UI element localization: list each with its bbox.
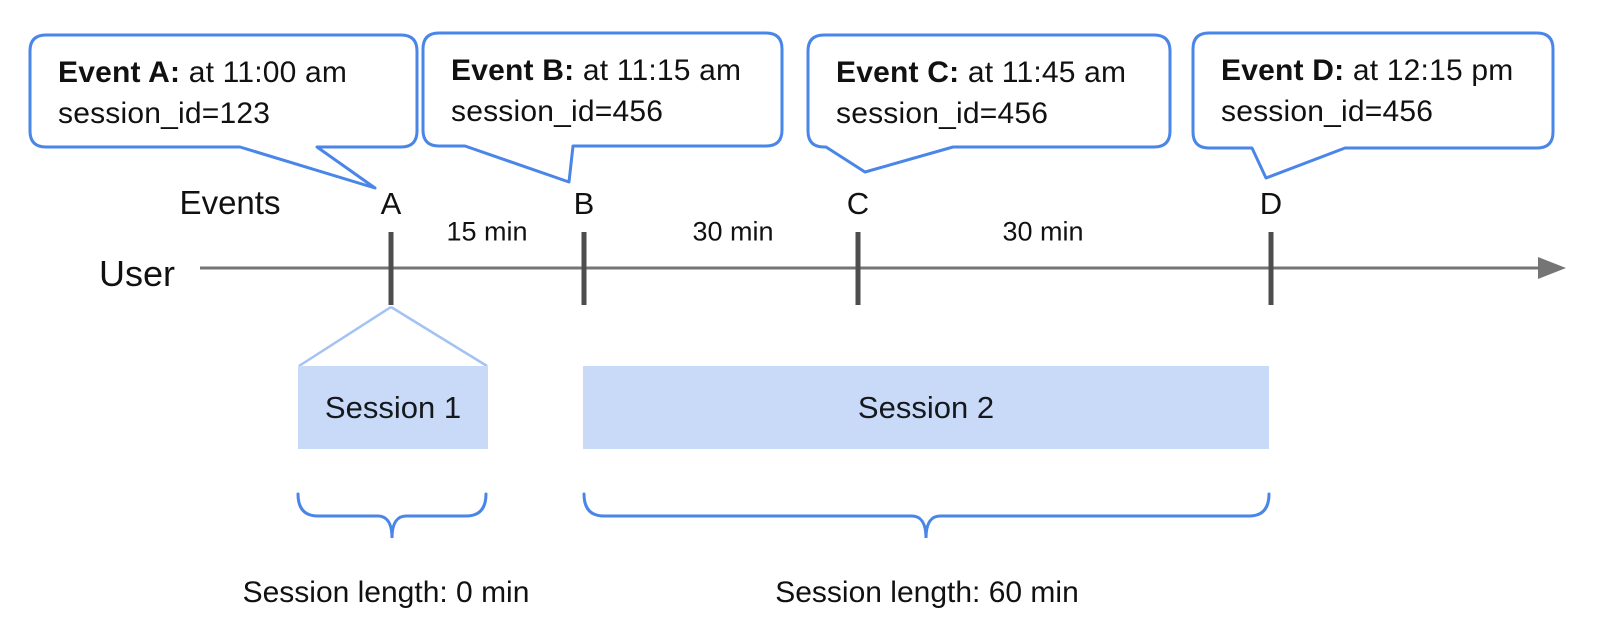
event-b-time: at 11:15 am bbox=[574, 54, 742, 87]
event-d-session-line: session_id=456 bbox=[1221, 95, 1434, 128]
event-a-title-line: Event A: at 11:00 am bbox=[58, 52, 347, 93]
event-d-callout-bubble bbox=[1191, 31, 1555, 180]
session1-funnel-line-right bbox=[390, 305, 488, 368]
interval-a-b-label: 15 min bbox=[446, 216, 528, 247]
session2-box: Session 2 bbox=[583, 366, 1269, 449]
events-axis-label: Events bbox=[179, 184, 281, 221]
timeline-arrowhead bbox=[1538, 257, 1566, 279]
event-b-title-line: Event B: at 11:15 am bbox=[451, 50, 741, 91]
tick-label-a: A bbox=[380, 186, 402, 221]
event-a-callout-text: Event A: at 11:00 am session_id=123 bbox=[58, 52, 347, 134]
user-label: User bbox=[98, 253, 176, 294]
session1-funnel-line-left bbox=[298, 305, 392, 368]
event-a-session-line: session_id=123 bbox=[58, 97, 271, 130]
event-b-callout-text: Event B: at 11:15 am session_id=456 bbox=[451, 50, 741, 132]
session1-label: Session 1 bbox=[324, 389, 462, 425]
event-c-callout-text: Event C: at 11:45 am session_id=456 bbox=[836, 52, 1126, 134]
interval-c-d-label: 30 min bbox=[1002, 216, 1084, 247]
session1-box: Session 1 bbox=[298, 366, 488, 449]
event-a-name: Event A: bbox=[58, 56, 181, 89]
event-c-name: Event C: bbox=[836, 56, 960, 89]
event-a-callout-bubble bbox=[28, 33, 419, 190]
event-d-name: Event D: bbox=[1221, 54, 1345, 87]
tick-label-c: C bbox=[846, 186, 870, 221]
event-b-name: Event B: bbox=[451, 54, 575, 87]
session1-length-label: Session length: 0 min bbox=[242, 576, 530, 609]
event-b-callout-bubble bbox=[421, 31, 784, 184]
session2-brace bbox=[582, 492, 1271, 539]
event-c-time: at 11:45 am bbox=[959, 56, 1127, 89]
tick-label-b: B bbox=[573, 186, 595, 221]
event-b-session-line: session_id=456 bbox=[451, 95, 664, 128]
event-c-session-line: session_id=456 bbox=[836, 97, 1049, 130]
interval-b-c-label: 30 min bbox=[692, 216, 774, 247]
session1-brace bbox=[296, 492, 488, 539]
session2-length-label: Session length: 60 min bbox=[775, 576, 1079, 609]
event-a-time: at 11:00 am bbox=[180, 56, 348, 89]
event-d-callout-text: Event D: at 12:15 pm session_id=456 bbox=[1221, 50, 1513, 132]
event-d-time: at 12:15 pm bbox=[1344, 54, 1514, 87]
event-c-callout-bubble bbox=[806, 33, 1172, 174]
event-c-title-line: Event C: at 11:45 am bbox=[836, 52, 1126, 93]
event-d-title-line: Event D: at 12:15 pm bbox=[1221, 50, 1513, 91]
tick-label-d: D bbox=[1259, 186, 1283, 221]
session2-label: Session 2 bbox=[857, 389, 995, 425]
